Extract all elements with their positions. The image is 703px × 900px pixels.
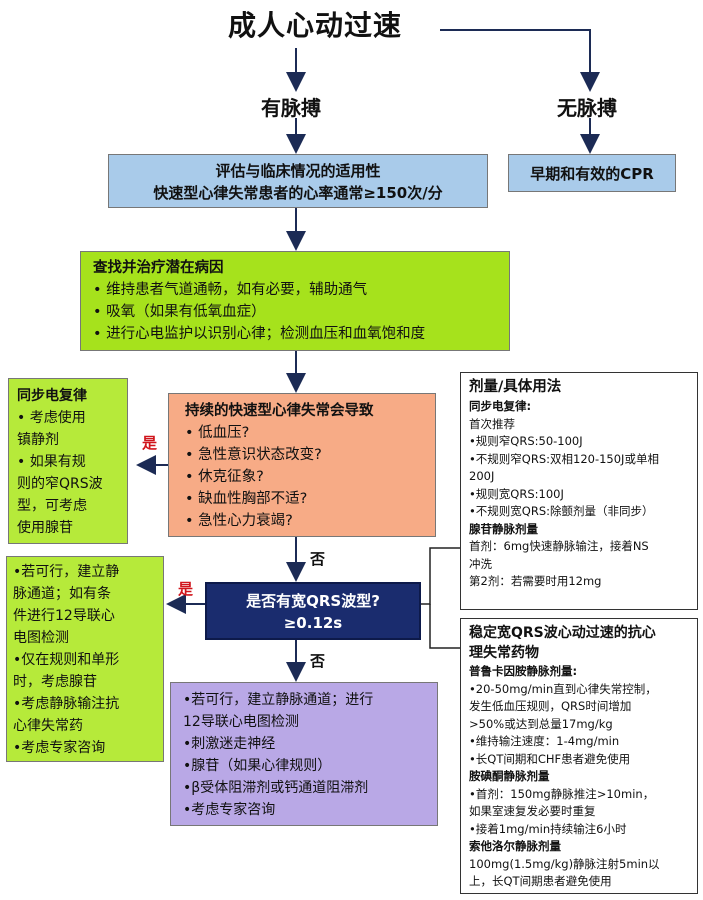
wide-line: 脉通道；如有条 bbox=[13, 586, 111, 602]
drug-line: •长QT间期和CHF患者避免使用 bbox=[469, 751, 631, 766]
dose-heading: 剂量/具体用法 bbox=[469, 379, 562, 395]
dose-line: 腺苷静脉剂量 bbox=[469, 521, 538, 536]
cardioversion-line: • 考虑使用 bbox=[17, 410, 86, 426]
yes-label-1: 是 bbox=[142, 434, 158, 452]
narrow-line: •腺苷（如果心律规则） bbox=[183, 758, 332, 774]
causes-box: 查找并治疗潜在病因 • 维持患者气道通畅，如有必要，辅助通气 • 吸氧（如果有低… bbox=[80, 251, 510, 351]
wide-line: 时，考虑腺苷 bbox=[13, 674, 97, 690]
persistent-item: • 缺血性胸部不适? bbox=[185, 491, 308, 507]
dose-line: 首次推荐 bbox=[469, 416, 515, 431]
cardioversion-line: 则的窄QRS波 bbox=[17, 476, 103, 492]
causes-item: • 吸氧（如果有低氧血症） bbox=[93, 304, 266, 320]
dose-line: 同步电复律: bbox=[469, 399, 532, 413]
assess-line-1: 评估与临床情况的适用性 bbox=[215, 162, 381, 180]
no-pulse-label: 无脉搏 bbox=[557, 96, 617, 120]
dose-line: •不规则宽QRS:除颤剂量（非同步） bbox=[469, 504, 654, 518]
qrs-line-2: ≥0.12s bbox=[283, 614, 343, 632]
cpr-box: 早期和有效的CPR bbox=[508, 154, 676, 192]
no-label-1: 否 bbox=[310, 550, 326, 568]
dose-line: •规则宽QRS:100J bbox=[469, 486, 564, 501]
wide-line: 件进行12导联心 bbox=[13, 608, 115, 624]
causes-item: • 维持患者气道通畅，如有必要，辅助通气 bbox=[93, 282, 368, 298]
drug-line: •接着1mg/min持续输注6小时 bbox=[469, 821, 627, 836]
narrow-line: •考虑专家咨询 bbox=[183, 802, 276, 818]
drug-line: 索他洛尔静脉剂量 bbox=[469, 839, 561, 853]
drug-line: >50%或达到总量17mg/kg bbox=[469, 716, 613, 731]
persistent-box: 持续的快速型心律失常会导致 • 低血压? • 急性意识状态改变? • 休克征象?… bbox=[168, 393, 436, 537]
no-label-2: 否 bbox=[310, 652, 326, 670]
drug-line: 100mg(1.5mg/kg)静脉注射5min以 bbox=[469, 856, 660, 871]
drug-line: 上，长QT间期患者避免使用 bbox=[469, 874, 612, 888]
wide-line: •若可行，建立静 bbox=[13, 564, 120, 580]
wide-qrs-box: •若可行，建立静 脉通道；如有条 件进行12导联心 电图检测 •仅在规则和单形 … bbox=[6, 556, 164, 762]
narrow-line: •若可行，建立静脉通道；进行 bbox=[183, 692, 374, 708]
causes-heading: 查找并治疗潜在病因 bbox=[93, 260, 224, 276]
dose-line: 首剂：6mg快速静脉输注，接着NS bbox=[469, 539, 649, 553]
cardioversion-heading: 同步电复律 bbox=[17, 388, 87, 404]
drug-line: 普鲁卡因胺静脉剂量: bbox=[469, 664, 578, 678]
drug-box: 稳定宽QRS波心动过速的抗心 理失常药物 普鲁卡因胺静脉剂量: •20-50mg… bbox=[460, 618, 698, 894]
cardioversion-line: 型，可考虑 bbox=[17, 498, 87, 514]
drug-heading: 理失常药物 bbox=[469, 645, 539, 661]
assess-line-2: 快速型心律失常患者的心率通常≥150次/分 bbox=[153, 184, 443, 202]
causes-item: • 进行心电监护以识别心律；检测血压和血氧饱和度 bbox=[93, 326, 426, 342]
narrow-line: •刺激迷走神经 bbox=[183, 736, 276, 752]
qrs-line-1: 是否有宽QRS波型? bbox=[246, 592, 380, 610]
cardioversion-line: 镇静剂 bbox=[17, 432, 59, 448]
pulse-label: 有脉搏 bbox=[261, 96, 321, 120]
cardioversion-box: 同步电复律 • 考虑使用 镇静剂 • 如果有规 则的窄QRS波 型，可考虑 使用… bbox=[8, 378, 128, 544]
page-title: 成人心动过速 bbox=[227, 9, 402, 42]
yes-label-2: 是 bbox=[178, 580, 194, 598]
assess-box: 评估与临床情况的适用性 快速型心律失常患者的心率通常≥150次/分 bbox=[108, 154, 488, 208]
persistent-item: • 低血压? bbox=[185, 425, 250, 441]
wide-line: •考虑静脉输注抗 bbox=[13, 696, 120, 712]
drug-line: 如果室速复发必要时重复 bbox=[469, 804, 596, 818]
dose-line: 200J bbox=[469, 469, 495, 483]
dose-box: 剂量/具体用法 同步电复律: 首次推荐 •规则窄QRS:50-100J •不规则… bbox=[460, 372, 698, 610]
wide-line: 心律失常药 bbox=[13, 718, 83, 734]
persistent-item: • 休克征象? bbox=[185, 469, 264, 485]
dose-line: 冲洗 bbox=[469, 556, 492, 571]
drug-line: 胺碘酮静脉剂量 bbox=[469, 769, 550, 783]
drug-line: •20-50mg/min直到心律失常控制， bbox=[469, 681, 657, 696]
drug-line: 发生低血压规则，QRS时间增加 bbox=[469, 699, 632, 713]
persistent-heading: 持续的快速型心律失常会导致 bbox=[185, 403, 374, 419]
wide-line: •考虑专家咨询 bbox=[13, 740, 106, 756]
narrow-line: 12导联心电图检测 bbox=[183, 714, 299, 730]
drug-line: •首剂：150mg静脉推注>10min， bbox=[469, 786, 655, 801]
cardioversion-line: 使用腺苷 bbox=[17, 520, 73, 536]
dose-line: •规则窄QRS:50-100J bbox=[469, 434, 583, 448]
persistent-item: • 急性心力衰竭? bbox=[185, 513, 293, 529]
wide-line: 电图检测 bbox=[13, 630, 69, 646]
narrow-line: •β受体阻滞剂或钙通道阻滞剂 bbox=[183, 780, 369, 796]
wide-line: •仅在规则和单形 bbox=[13, 652, 120, 668]
persistent-item: • 急性意识状态改变? bbox=[185, 447, 322, 463]
narrow-qrs-box: •若可行，建立静脉通道；进行 12导联心电图检测 •刺激迷走神经 •腺苷（如果心… bbox=[170, 682, 438, 826]
qrs-question-box: 是否有宽QRS波型? ≥0.12s bbox=[205, 582, 421, 640]
drug-line: •维持输注速度：1-4mg/min bbox=[469, 734, 620, 748]
drug-heading: 稳定宽QRS波心动过速的抗心 bbox=[469, 625, 656, 641]
dose-line: 第2剂：若需要时用12mg bbox=[469, 574, 602, 588]
cardioversion-line: • 如果有规 bbox=[17, 454, 86, 470]
dose-line: •不规则窄QRS:双相120-150J或单相 bbox=[469, 451, 659, 466]
